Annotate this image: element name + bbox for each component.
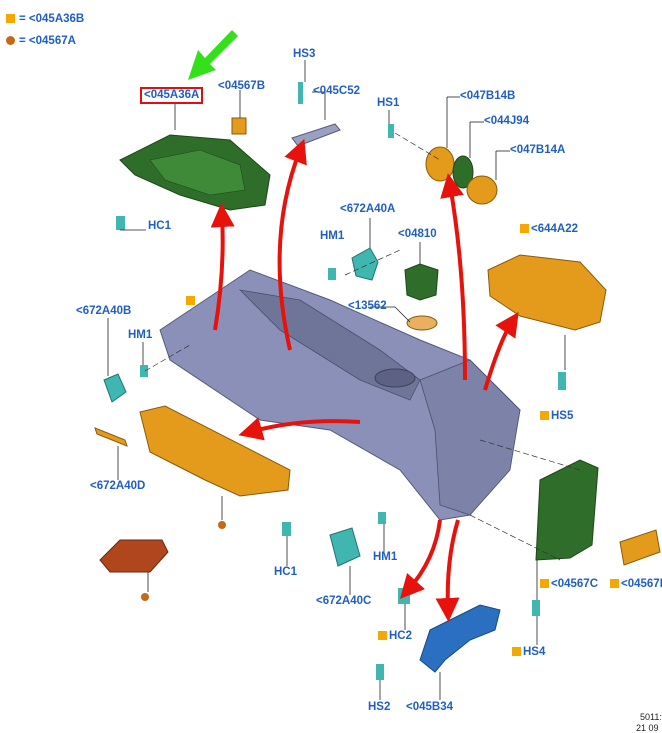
callout-04567C[interactable]: <04567C	[540, 578, 598, 591]
callout-HS1[interactable]: HS1	[377, 97, 400, 109]
callout-HC2-text: HC2	[389, 630, 413, 642]
callout-672A40D[interactable]: <672A40D	[90, 480, 146, 492]
bolt-HS2-shape	[376, 664, 384, 680]
callout-HC2[interactable]: HC2	[378, 630, 412, 643]
callout-HS5[interactable]: HS5	[540, 410, 573, 423]
callout-047B14A[interactable]: <047B14A	[510, 144, 566, 156]
callout-HC1-top[interactable]: HC1	[148, 220, 172, 232]
callout-HS3[interactable]: HS3	[293, 48, 316, 60]
green-bezel-detail	[149, 149, 246, 196]
callout-HM1-left[interactable]: HM1	[128, 329, 153, 341]
callout-HS2[interactable]: HS2	[368, 701, 391, 713]
shift-boot-shape	[99, 539, 169, 573]
bracket-045B34-shape	[419, 604, 501, 673]
callout-HS4[interactable]: HS4	[512, 646, 545, 659]
callout-HC1-bottom[interactable]: HC1	[274, 566, 298, 578]
square-marker-icon	[512, 647, 521, 656]
console-rear-box	[419, 359, 521, 516]
dashed-guide-lines	[144, 132, 581, 561]
red-direction-arrows	[210, 138, 519, 622]
callout-HS5-text: HS5	[551, 410, 574, 422]
side-panel-orange-shape	[139, 405, 291, 497]
rear-panel-04567C-shape	[535, 459, 599, 561]
square-marker-icon	[378, 631, 387, 640]
callout-644A22-text: <644A22	[531, 223, 578, 235]
dot-marker-icon	[6, 36, 15, 45]
ring-13562-shape	[406, 315, 438, 331]
legend-square: = <045A36B	[6, 13, 84, 25]
clip-HM1-mid-shape	[328, 268, 336, 280]
clip-HM1-left-shape	[140, 365, 148, 377]
square-marker-icon	[520, 224, 529, 233]
square-marker-icon	[610, 579, 619, 588]
callout-HM1-mid[interactable]: HM1	[320, 230, 345, 242]
callout-672A40C[interactable]: <672A40C	[316, 595, 372, 607]
callout-HM1-bottom[interactable]: HM1	[373, 551, 398, 563]
legend-dot-text: = <04567A	[19, 35, 76, 47]
callout-672A40B[interactable]: <672A40B	[76, 305, 132, 317]
callout-04567C-text: <04567C	[551, 578, 598, 590]
marker-dot-boot	[141, 593, 149, 601]
callout-04567B[interactable]: <04567B	[218, 80, 265, 92]
trim-672A40B-shape	[103, 373, 127, 403]
strip-672A40D-shape	[94, 427, 128, 447]
armrest-644A22-shape	[487, 254, 607, 331]
callout-04567-right-text: <04567I	[621, 578, 662, 590]
clip-HM1-bottom-shape	[378, 512, 386, 524]
clip-04567B-shape	[231, 117, 247, 135]
cupholder-opening	[374, 368, 416, 388]
legend-square-text: = <045A36B	[19, 13, 85, 25]
leader-lines	[107, 60, 566, 700]
callout-644A22[interactable]: <644A22	[520, 223, 578, 236]
clip-HC1-top-shape	[116, 216, 125, 230]
vent-04567-right-shape	[619, 529, 661, 566]
bolt-HS1-shape	[388, 124, 394, 138]
square-marker-icon	[540, 411, 549, 420]
reference-number-line2: 21 09	[636, 723, 659, 733]
cup-04810-shape	[404, 263, 439, 301]
bolt-HS3-shape	[298, 82, 303, 104]
square-marker-icon	[6, 14, 15, 23]
grille-047B14A-shape	[466, 175, 498, 205]
bracket-045C52-shape	[291, 123, 341, 147]
callout-04810[interactable]: <04810	[398, 228, 437, 240]
callout-045A36A-text: <045A36A	[144, 89, 200, 101]
callout-045B34[interactable]: <045B34	[406, 701, 453, 713]
marker-dot-panel	[218, 521, 226, 529]
square-marker-icon	[186, 296, 195, 305]
bolt-HS4-shape	[532, 600, 540, 616]
legend-dot: = <04567A	[6, 35, 76, 47]
callout-672A40A[interactable]: <672A40A	[340, 203, 396, 215]
bolt-HS5-shape	[558, 372, 566, 390]
callout-044J94[interactable]: <044J94	[484, 115, 530, 127]
clip-HC2-shape	[398, 588, 410, 604]
callout-045A36A[interactable]: <045A36A	[140, 87, 204, 104]
callout-13562[interactable]: <13562	[348, 300, 387, 312]
green-pointer-arrow	[188, 30, 238, 80]
trim-672A40C-shape	[329, 527, 361, 567]
callout-047B14B[interactable]: <047B14B	[460, 90, 516, 102]
square-marker-icon	[540, 579, 549, 588]
reference-number-line1: 5011:	[640, 712, 662, 722]
callout-HS4-text: HS4	[523, 646, 546, 658]
clip-HC1-bottom-shape	[282, 522, 291, 536]
callout-045C52[interactable]: <045C52	[313, 85, 360, 97]
callout-04567-right[interactable]: <04567I	[610, 578, 662, 591]
ring-047B14B-shape	[425, 146, 455, 182]
trim-672A40A-shape	[351, 247, 379, 281]
